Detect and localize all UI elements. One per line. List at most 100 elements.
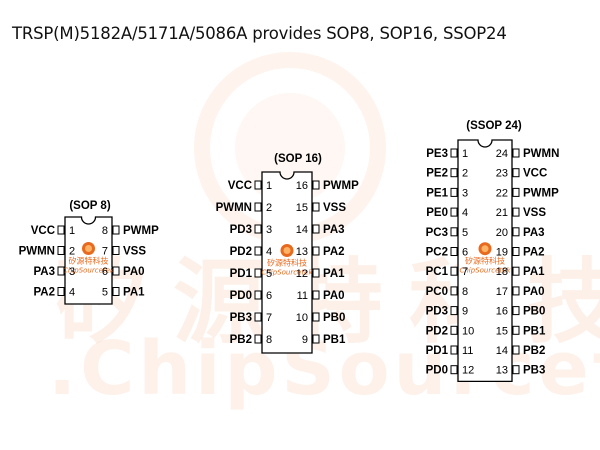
page-title: TRSP(M)5182A/5171A/5086A provides SOP8, … xyxy=(12,24,507,43)
pin-name: PB1 xyxy=(523,325,546,337)
pin-name: PB1 xyxy=(323,334,346,346)
pin-square xyxy=(112,246,120,255)
pin-number: 24 xyxy=(496,148,508,160)
pin-square xyxy=(512,306,520,316)
pin-name: PC0 xyxy=(426,286,448,298)
pin-name: PA0 xyxy=(523,286,545,298)
pin-square xyxy=(312,246,320,256)
pin-name: PA3 xyxy=(33,266,55,278)
pin-number: 8 xyxy=(266,334,272,346)
pin-square xyxy=(450,286,458,296)
pin-name: PWMP xyxy=(123,225,159,237)
pin-number: 15 xyxy=(496,325,508,337)
pin-name: PB3 xyxy=(230,312,252,324)
pin-name: PA1 xyxy=(323,268,345,280)
pin-square xyxy=(254,312,262,322)
pin-name: VCC xyxy=(523,168,547,180)
pin-number: 16 xyxy=(296,180,308,192)
pin-name: PE2 xyxy=(426,168,448,180)
pin-name: VSS xyxy=(523,207,546,219)
package-label: (SSOP 24) xyxy=(466,120,522,132)
pin-square xyxy=(57,266,65,276)
pin-number: 22 xyxy=(496,187,508,199)
pin-name: PD0 xyxy=(230,290,252,302)
pin-square xyxy=(254,268,262,278)
pin-square xyxy=(450,365,458,375)
pin-number: 7 xyxy=(266,312,272,324)
pin-name: PA2 xyxy=(523,247,545,259)
pin-name: PC2 xyxy=(426,247,448,259)
pin-square xyxy=(312,202,320,212)
pin-name: PB0 xyxy=(523,306,545,318)
pin-square xyxy=(312,268,320,278)
pin-number: 9 xyxy=(302,334,308,346)
pin-square xyxy=(512,187,520,197)
pin-number: 12 xyxy=(296,268,308,280)
pin-square xyxy=(254,202,262,212)
pin-name: PD1 xyxy=(426,345,449,357)
pin-name: VSS xyxy=(123,246,146,258)
pin-name: PD3 xyxy=(230,224,252,236)
pin-number: 1 xyxy=(69,225,75,237)
pin-square xyxy=(254,224,262,234)
pin-square xyxy=(512,247,520,256)
pin-name: PA1 xyxy=(523,266,545,278)
pin-number: 14 xyxy=(296,224,308,236)
pin-square xyxy=(57,287,65,296)
pin-square xyxy=(112,287,120,296)
pin-number: 16 xyxy=(496,306,508,318)
pin-square xyxy=(312,290,320,300)
pin-number: 1 xyxy=(462,148,468,160)
pin-name: PA3 xyxy=(323,224,345,236)
pin-square xyxy=(57,225,65,235)
pin-name: PB2 xyxy=(523,345,545,357)
pin-number: 8 xyxy=(102,225,108,237)
pin-name: PD0 xyxy=(426,365,448,377)
pin-square xyxy=(512,148,520,158)
pin-name: PWMP xyxy=(323,180,359,192)
pin-square xyxy=(450,345,458,355)
pin-square xyxy=(512,207,520,217)
pin-name: PA2 xyxy=(323,246,345,258)
pin-name: PD2 xyxy=(426,325,448,337)
pin-name: PA1 xyxy=(123,287,145,299)
pin-number: 7 xyxy=(462,266,468,278)
pin-number: 9 xyxy=(462,306,468,318)
pin-number: 3 xyxy=(69,266,75,278)
pin-number: 14 xyxy=(496,345,508,357)
pin-square xyxy=(312,312,320,322)
pin-number: 11 xyxy=(297,290,308,302)
pin-square xyxy=(450,187,458,197)
pin-square xyxy=(450,148,458,158)
pin-number: 4 xyxy=(462,207,468,219)
pin-number: 2 xyxy=(462,168,468,180)
package-label: (SOP 16) xyxy=(274,153,322,165)
pin-name: PE1 xyxy=(426,187,448,199)
pin-number: 11 xyxy=(462,345,473,357)
pin-name: VCC xyxy=(228,180,252,192)
pin-name: PWMN xyxy=(523,148,559,160)
pin-number: 23 xyxy=(496,168,508,180)
pin-square xyxy=(312,180,320,190)
pin-name: PA0 xyxy=(323,290,345,302)
pin-number: 7 xyxy=(102,246,108,258)
pin-name: VSS xyxy=(323,202,346,214)
pin-number: 12 xyxy=(462,365,474,377)
pin-number: 5 xyxy=(266,268,272,280)
pin-name: PE3 xyxy=(426,148,448,160)
pin-name: PD1 xyxy=(230,268,253,280)
pin-number: 15 xyxy=(296,202,308,214)
pin-square xyxy=(450,247,458,256)
pin-square xyxy=(57,246,65,255)
pin-square xyxy=(512,227,520,237)
logo-cn-text: 矽源特科技 xyxy=(465,256,505,266)
pin-square xyxy=(450,306,458,316)
pin-number: 20 xyxy=(496,227,508,239)
pin-square xyxy=(112,225,120,235)
